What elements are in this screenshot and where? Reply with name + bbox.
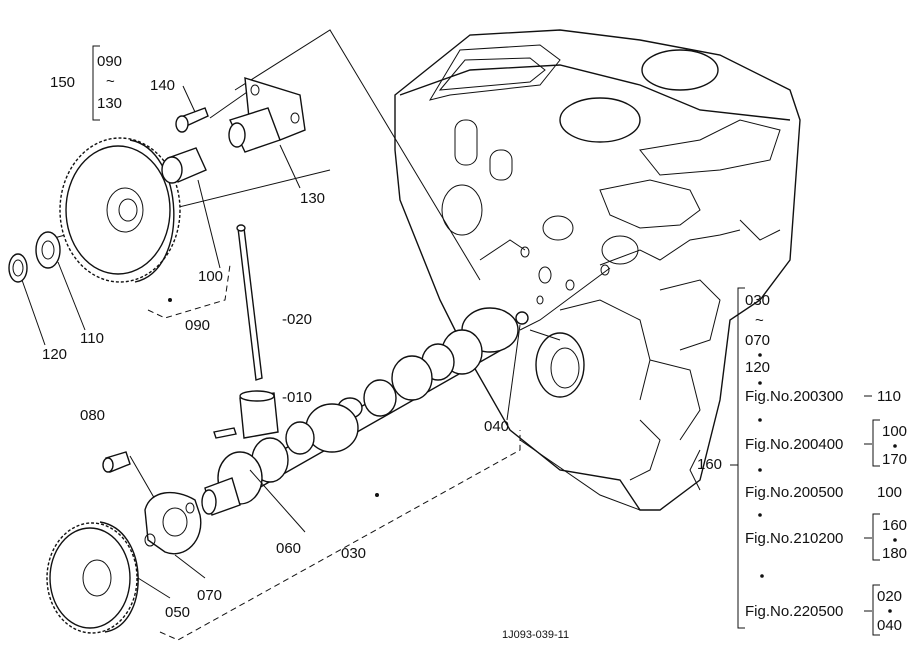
callout-030: 030 (341, 545, 366, 562)
variant-fig-200500-part: 100 (877, 484, 902, 501)
variant-bracket (737, 287, 745, 629)
variant-table: 160 030 ~ 070 120 Fig.No.200300 110 Fig.… (697, 287, 907, 636)
callout-040: 040 (484, 418, 509, 435)
callout-120: 120 (42, 346, 67, 363)
variant-fig-210200-bracket (872, 513, 880, 561)
thrust-plate-070 (144, 491, 202, 555)
variant-fig-200400-bracket (872, 419, 880, 467)
callout-010: -010 (282, 389, 312, 406)
variant-fig-210200-part-b: 180 (882, 545, 907, 562)
circlip-120 (8, 253, 28, 283)
variant-group-id: 160 (697, 456, 722, 473)
idle-shaft-130 (228, 77, 306, 153)
callout-130-range-end: 130 (97, 95, 122, 112)
idle-gear-090 (59, 137, 181, 283)
variant-fig-200300: Fig.No.200300 (745, 388, 843, 405)
variant-head-030: 030 (745, 292, 770, 309)
variant-fig-200300-part: 110 (877, 388, 901, 405)
camshaft-030 (201, 307, 519, 516)
part-callouts: 150 090 ~ 130 140 130 100 090 110 120 -0… (42, 45, 509, 621)
tappet-010 (239, 390, 279, 439)
bracket-150 (92, 45, 100, 121)
callout-060: 060 (276, 540, 301, 557)
callout-070: 070 (197, 587, 222, 604)
callout-130: 130 (300, 190, 325, 207)
variant-fig-200400: Fig.No.200400 (745, 436, 843, 453)
variant-fig-210200-part-a: 160 (882, 517, 907, 534)
marker-dots (168, 298, 379, 497)
variant-head-tilde: ~ (755, 312, 764, 329)
callout-110: 110 (80, 330, 104, 347)
callout-090: 090 (185, 317, 210, 334)
callout-150: 150 (50, 74, 75, 91)
callout-020: -020 (282, 311, 312, 328)
push-rod-020 (236, 224, 263, 381)
callout-050: 050 (165, 604, 190, 621)
variant-fig-220500-part-a: 020 (877, 588, 902, 605)
drawing-code: 1J093-039-11 (502, 629, 569, 641)
washer-110 (35, 231, 61, 269)
variant-fig-210200: Fig.No.210200 (745, 530, 843, 547)
callout-140: 140 (150, 77, 175, 94)
cam-gear-050 (46, 521, 139, 634)
callout-100: 100 (198, 268, 223, 285)
variant-fig-220500-part-b: 040 (877, 617, 902, 634)
callout-080: 080 (80, 407, 105, 424)
callout-090-range-start: 090 (97, 53, 122, 70)
variant-fig-220500: Fig.No.220500 (745, 603, 843, 620)
leader-lines (21, 85, 521, 599)
callout-range-tilde: ~ (106, 73, 115, 90)
variant-head-120: 120 (745, 359, 770, 376)
ball-040 (515, 311, 529, 325)
bushing-100 (161, 147, 207, 184)
guide-lines (39, 29, 641, 521)
key-060 (213, 427, 237, 439)
variant-fig-220500-bracket (872, 584, 880, 636)
variant-fig-200500: Fig.No.200500 (745, 484, 843, 501)
variant-fig-200400-part-a: 100 (882, 423, 907, 440)
bolt-080 (102, 451, 131, 473)
engine-block (394, 29, 801, 511)
variant-fig-200400-part-b: 170 (882, 451, 907, 468)
variant-head-070: 070 (745, 332, 770, 349)
bolt-140 (175, 107, 209, 133)
dashed-group-brackets (147, 264, 521, 641)
